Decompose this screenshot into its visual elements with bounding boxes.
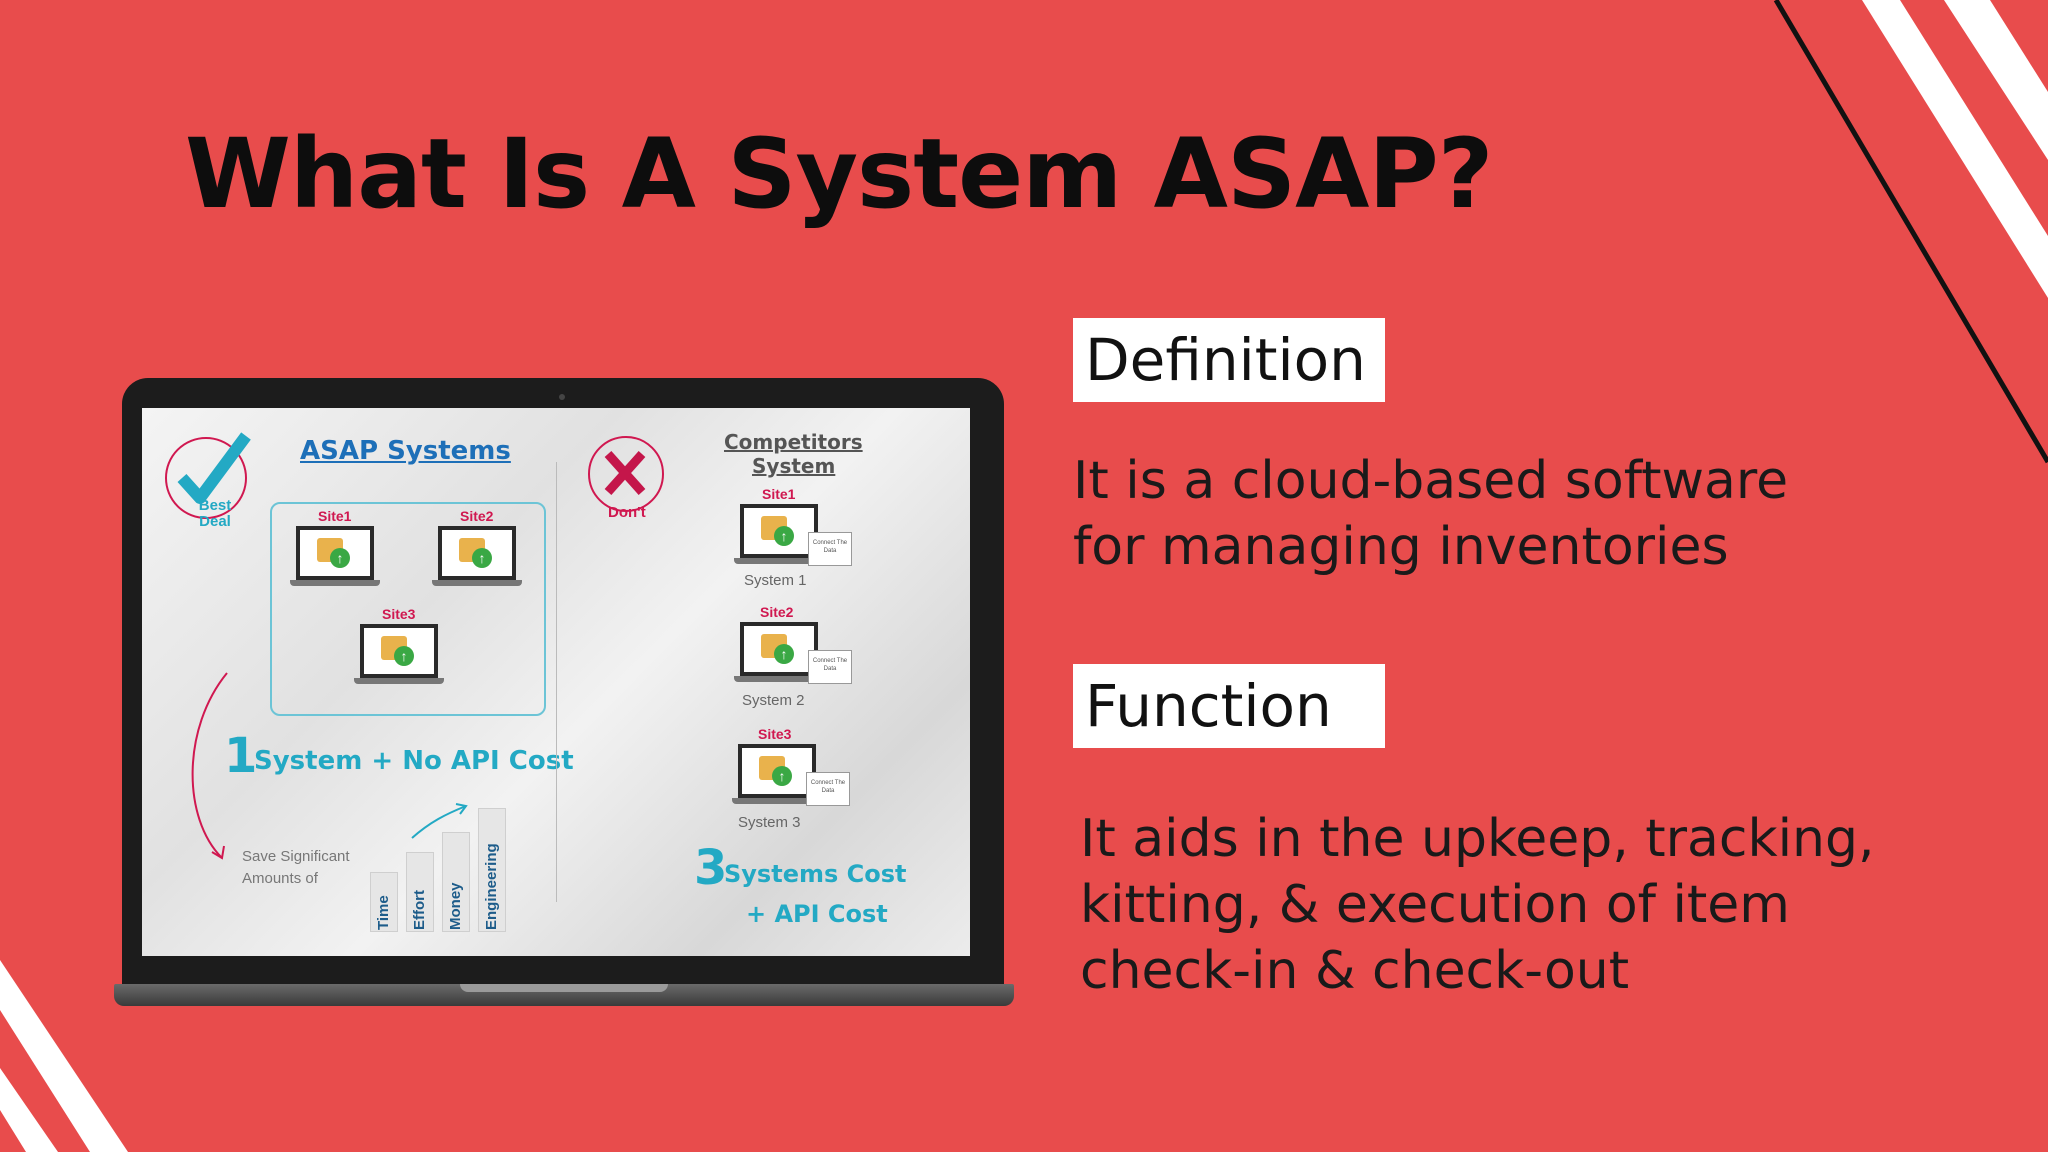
connect-data-panel-2: Connect The Data: [808, 650, 852, 684]
definition-line-2: for managing inventories: [1073, 517, 1729, 577]
asap-heading: ASAP Systems: [300, 436, 511, 466]
definition-line-1: It is a cloud-based software: [1073, 451, 1789, 511]
asap-summary-number: 1: [224, 728, 258, 784]
function-label: Function: [1073, 664, 1385, 748]
competitor-site-1-label: Site1: [762, 486, 796, 502]
best-deal-badge: Best Deal: [198, 497, 232, 530]
competitor-system-3-label: System 3: [738, 814, 801, 831]
laptop-bezel: Best Deal ASAP Systems Site1 Site2 Site3…: [122, 378, 1004, 988]
bar-time: [370, 872, 398, 932]
check-badge-icon: [165, 432, 251, 519]
bar-label-effort: Effort: [411, 890, 428, 930]
definition-label: Definition: [1073, 318, 1385, 402]
competitor-site-3-label: Site3: [758, 726, 792, 742]
laptop-screen: Best Deal ASAP Systems Site1 Site2 Site3…: [142, 408, 970, 956]
asap-site-2-laptop: ↑: [432, 526, 522, 590]
competitor-system-1-label: System 1: [744, 572, 807, 589]
top-right-stripe-2: [1944, 0, 2048, 160]
bar-engineering: [478, 808, 506, 932]
growth-arrow-icon: [411, 803, 468, 839]
competitor-summary-text: Systems Cost: [724, 860, 907, 888]
curved-arrow-icon: [191, 672, 228, 860]
competitors-heading-line-1: Competitors: [724, 430, 863, 454]
competitor-site-2-label: Site2: [760, 604, 794, 620]
x-badge-icon: [588, 436, 664, 512]
divider: [556, 462, 557, 902]
bottom-left-stripe-2: [0, 1068, 58, 1152]
diagonal-black-line: [1773, 0, 2048, 464]
function-line-3: check-in & check-out: [1080, 941, 1630, 1001]
laptop-illustration: Best Deal ASAP Systems Site1 Site2 Site3…: [114, 378, 1014, 1012]
dont-badge: Don't: [608, 504, 646, 521]
asap-summary-text: System + No API Cost: [254, 746, 574, 776]
asap-site-3-label: Site3: [382, 606, 416, 622]
bottom-left-stripe-1: [0, 960, 128, 1152]
competitor-summary-text-2: + API Cost: [746, 900, 888, 928]
competitor-site-2-laptop: ↑: [734, 622, 824, 686]
bar-money: [442, 832, 470, 932]
asap-site-1-label: Site1: [318, 508, 352, 524]
bar-label-time: Time: [375, 895, 392, 930]
asap-site-3-laptop: ↑: [354, 624, 444, 688]
savings-bar-graph: Time Effort Money Engineering: [370, 800, 510, 932]
asap-site-1-laptop: ↑: [290, 526, 380, 590]
laptop-base: [114, 984, 1014, 1006]
competitor-site-1-laptop: ↑: [734, 504, 824, 568]
connect-data-panel-1: Connect The Data: [808, 532, 852, 566]
top-right-stripe-1: [1862, 0, 2048, 298]
competitor-summary-number: 3: [694, 840, 728, 896]
camera-dot: [559, 394, 565, 400]
competitor-site-3-laptop: ↑: [732, 744, 822, 808]
savings-text: Save Significant Amounts of: [242, 848, 350, 887]
function-line-2: kitting, & execution of item: [1080, 875, 1790, 935]
function-line-1: It aids in the upkeep, tracking,: [1080, 809, 1875, 869]
bar-label-engineering: Engineering: [483, 843, 500, 930]
page-title: What Is A System ASAP?: [185, 118, 1493, 230]
bar-effort: [406, 852, 434, 932]
competitor-system-2-label: System 2: [742, 692, 805, 709]
connect-data-panel-3: Connect The Data: [806, 772, 850, 806]
definition-text: It is a cloud-based software for managin…: [1073, 448, 1788, 580]
asap-sites-group: [270, 502, 546, 716]
asap-site-2-label: Site2: [460, 508, 494, 524]
function-text: It aids in the upkeep, tracking, kitting…: [1080, 806, 1875, 1004]
competitors-heading-line-2: System: [752, 454, 836, 478]
bar-label-money: Money: [447, 882, 464, 930]
